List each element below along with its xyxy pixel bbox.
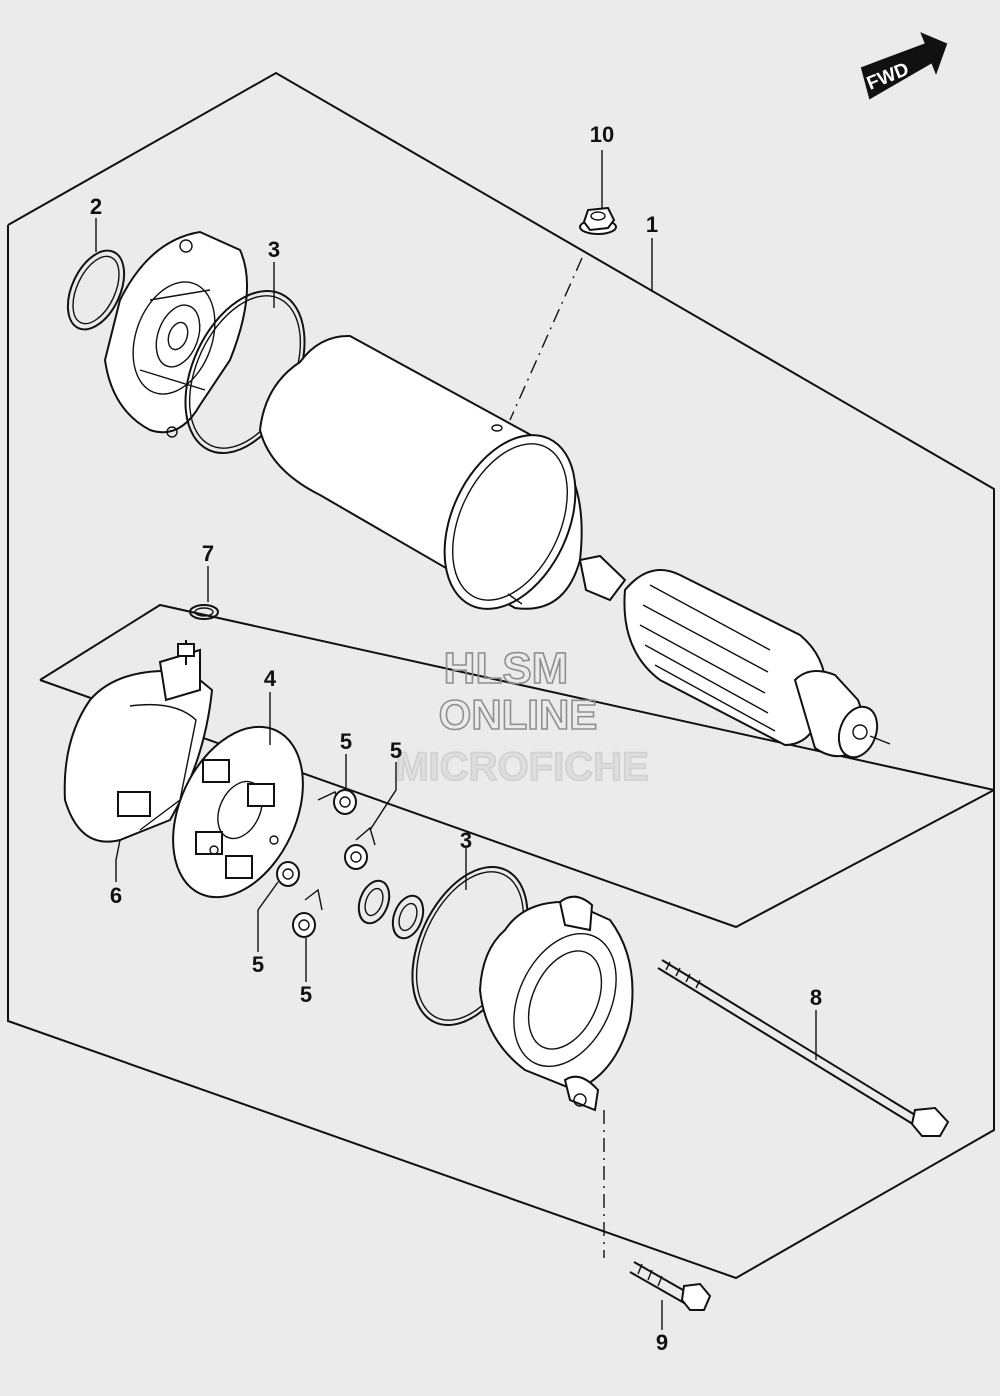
callout-9: 9 xyxy=(656,1330,668,1355)
callout-4: 4 xyxy=(264,666,277,691)
callout-3-lower: 3 xyxy=(460,828,472,853)
o-ring-front xyxy=(66,249,126,331)
watermark-line1: HLSM xyxy=(444,644,569,693)
callout-6: 6 xyxy=(110,883,122,908)
callout-1: 1 xyxy=(646,212,658,237)
callout-5-b: 5 xyxy=(390,738,402,763)
callout-5-c: 5 xyxy=(252,952,264,977)
alignment-lines xyxy=(509,257,605,1258)
brush-upper-2 xyxy=(344,826,376,870)
washer-pair xyxy=(357,879,425,940)
brush-lower-2 xyxy=(292,888,323,938)
callout-10: 10 xyxy=(590,122,614,147)
through-bolt xyxy=(657,959,950,1137)
callout-2: 2 xyxy=(90,194,102,219)
small-o-ring xyxy=(189,604,219,620)
leader-lines xyxy=(95,150,817,1330)
fwd-arrow-icon: FWD xyxy=(860,32,948,100)
mounting-bolt xyxy=(629,1261,712,1311)
callout-8: 8 xyxy=(810,985,822,1010)
callout-5-a: 5 xyxy=(340,729,352,754)
callouts: 10 1 2 3 7 4 5 5 6 3 5 5 8 9 xyxy=(90,122,822,1355)
watermark-line2: ONLINE xyxy=(439,691,598,738)
watermark: HLSM ONLINE MICROFICHE xyxy=(395,643,650,790)
brush-housing xyxy=(63,640,214,843)
watermark-line3: MICROFICHE xyxy=(395,745,648,789)
flange-nut xyxy=(579,206,617,235)
callout-7: 7 xyxy=(202,541,214,566)
brush-plate xyxy=(172,725,304,899)
front-cover xyxy=(103,230,249,438)
callout-3-upper: 3 xyxy=(268,237,280,262)
brush-upper-1 xyxy=(317,789,357,815)
armature xyxy=(578,554,891,759)
brush-lower-1 xyxy=(276,861,300,887)
rear-cover xyxy=(478,895,634,1112)
yoke-housing xyxy=(258,334,583,610)
assembly-boundary xyxy=(7,71,995,1280)
callout-5-d: 5 xyxy=(300,982,312,1007)
